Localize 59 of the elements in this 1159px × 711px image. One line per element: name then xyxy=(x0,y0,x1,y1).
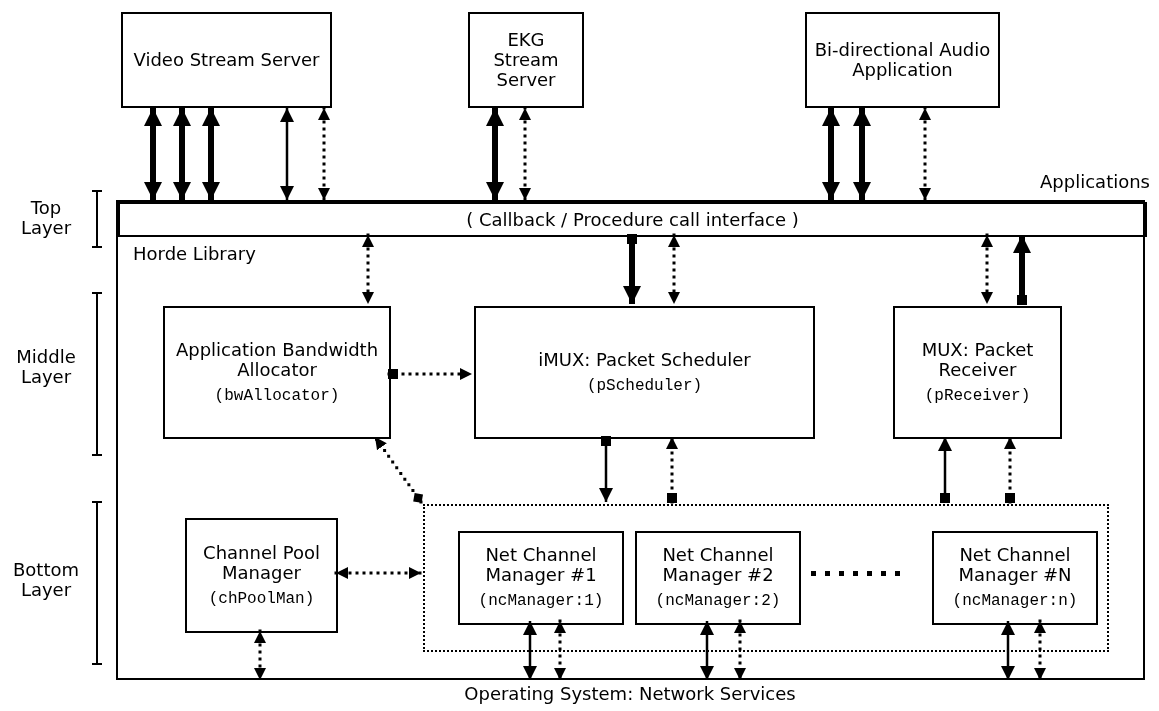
component-name: Application Bandwidth Allocator xyxy=(174,339,380,380)
component-name: Video Stream Server xyxy=(132,50,321,70)
arrow xyxy=(1013,235,1031,305)
code-name: (ncManager:1) xyxy=(478,591,604,611)
component-box xyxy=(932,531,1098,625)
component-box xyxy=(468,12,584,108)
component-box xyxy=(474,306,815,439)
component-name: iMUX: Packet Scheduler xyxy=(537,349,752,370)
arrow xyxy=(981,233,993,306)
component-box xyxy=(185,518,338,633)
arrow xyxy=(202,108,220,200)
system-caption: Operating System: Network Services xyxy=(463,684,797,704)
arrow xyxy=(523,621,537,680)
arrow xyxy=(334,567,423,579)
arrow xyxy=(280,108,294,200)
arrow xyxy=(144,108,162,200)
arrow xyxy=(173,108,191,200)
component-name: MUX: Packet Receiver xyxy=(920,339,1035,380)
arrow xyxy=(822,108,840,200)
arrow xyxy=(387,368,474,380)
component-name: ( Callback / Procedure call interface ) xyxy=(465,209,800,230)
arrow xyxy=(599,436,613,502)
component-name: EKG Stream Server xyxy=(492,30,560,90)
component-name: Net Channel Manager #2 xyxy=(661,545,775,585)
arrow xyxy=(318,106,330,202)
arrow xyxy=(1001,621,1015,680)
arrow xyxy=(623,234,641,304)
layer-label: Top Layer xyxy=(19,198,73,238)
arrow xyxy=(668,233,680,306)
component-box xyxy=(635,531,801,625)
interface-bar xyxy=(118,202,1147,237)
dotted-group-box xyxy=(423,504,1109,652)
arrow xyxy=(919,106,931,202)
code-name: (ncManager:n) xyxy=(952,591,1078,611)
code-name: (ncManager:2) xyxy=(655,591,781,611)
component-box xyxy=(893,306,1062,439)
arrow xyxy=(486,108,504,200)
library-frame xyxy=(116,200,1145,680)
component-name: Net Channel Manager #N xyxy=(957,545,1073,585)
component-box xyxy=(805,12,1000,108)
arrow xyxy=(938,437,952,503)
frame-title: Horde Library xyxy=(133,243,256,266)
component-box xyxy=(458,531,624,625)
arrow xyxy=(700,621,714,680)
tier-label: Applications xyxy=(1039,172,1150,192)
arrow xyxy=(853,108,871,200)
component-box xyxy=(121,12,332,108)
component-box xyxy=(163,306,391,439)
arrow xyxy=(362,233,374,306)
component-name: Net Channel Manager #1 xyxy=(484,545,598,585)
code-name: (pReceiver) xyxy=(924,385,1031,406)
arrow xyxy=(519,106,531,202)
layer-label: Middle Layer xyxy=(15,347,77,387)
code-name: (bwAllocator) xyxy=(214,385,340,406)
layer-label: Bottom Layer xyxy=(12,560,80,600)
component-name: Channel Pool Manager xyxy=(202,542,321,583)
code-name: (pScheduler) xyxy=(586,375,703,396)
code-name: (chPoolMan) xyxy=(208,588,315,609)
component-name: Bi-directional Audio Application xyxy=(813,40,992,80)
